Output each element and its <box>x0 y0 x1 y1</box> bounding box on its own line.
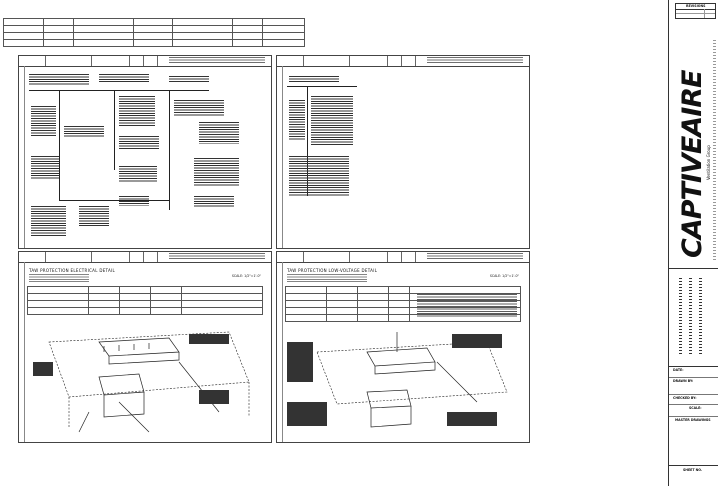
top-schedule <box>3 18 305 48</box>
detail-panel-bottom-right: TAW PROTECTION LOW-VOLTAGE DETAIL SCALE:… <box>276 251 530 443</box>
scale-label: SCALE: <box>689 406 702 410</box>
detail-panel-top-left <box>18 55 272 249</box>
wiring-notes-left <box>29 74 89 86</box>
brand-subtitle: Ventilation Group <box>706 145 711 180</box>
isometric-sketch <box>287 332 508 428</box>
drawn-by-label: DRAWN BY: <box>673 379 694 383</box>
revisions-heading: REVISIONS <box>686 4 706 8</box>
title-block: CAPTIVEAIRE Ventilation Group DATE: DRAW… <box>668 0 718 486</box>
sheet-number-label: SHEET NO. <box>683 468 703 472</box>
checked-by-label: CHECKED BY: <box>673 396 697 400</box>
date-label: DATE: <box>673 368 684 372</box>
detail-title: TAW PROTECTION ELECTRICAL DETAIL <box>29 268 116 273</box>
master-drawings-label: MASTER DRAWINGS <box>675 418 711 422</box>
revisions-box: REVISIONS <box>675 3 716 19</box>
isometric-sketch <box>33 331 250 433</box>
detail-panel-bottom-left: TAW PROTECTION ELECTRICAL DETAIL SCALE: … <box>18 251 272 443</box>
brand-logo: CAPTIVEAIRE <box>677 70 708 258</box>
scale-text: SCALE: 1/2"=1'-0" <box>231 274 261 278</box>
top-schedule-table <box>3 18 305 47</box>
detail-title: TAW PROTECTION LOW-VOLTAGE DETAIL <box>287 268 378 273</box>
electrical-schedule <box>27 286 263 315</box>
detail-panel-top-right <box>276 55 530 249</box>
scale-text: SCALE: 1/2"=1'-0" <box>489 274 519 278</box>
